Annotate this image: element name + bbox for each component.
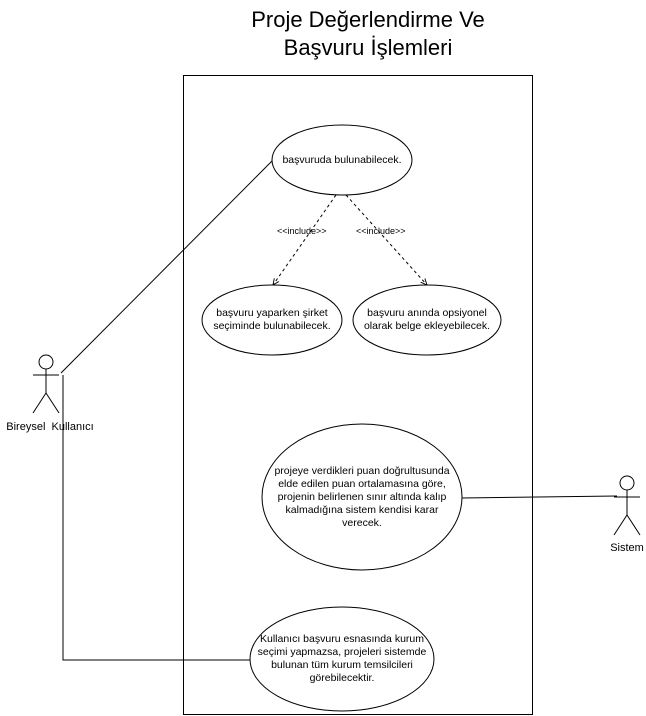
diagram-title-line-2: Başvuru İşlemleri bbox=[283, 35, 453, 60]
use-case-all-institutions: Kullanıcı başvuru esnasında kurum seçimi… bbox=[257, 633, 427, 684]
include-label-right: <<include>> bbox=[356, 226, 406, 236]
use-case-ellipse-3[interactable] bbox=[352, 284, 502, 356]
actor-user-label: Bireysel Kullanıcı bbox=[6, 421, 94, 433]
use-case-ellipse-1[interactable] bbox=[271, 124, 413, 196]
include-arrow-uc1-uc2 bbox=[273, 194, 337, 285]
use-case-ellipse-4[interactable] bbox=[261, 423, 463, 571]
use-case-ellipse-2[interactable] bbox=[201, 284, 343, 356]
actor-system-figure[interactable] bbox=[613, 475, 641, 536]
diagram-title-line-1: Proje Değerlendirme Ve bbox=[251, 7, 485, 32]
association-system-uc4 bbox=[461, 495, 618, 499]
use-case-ellipse-5[interactable] bbox=[249, 606, 435, 712]
association-user-uc5 bbox=[62, 375, 251, 661]
include-arrow-uc1-uc3 bbox=[345, 194, 427, 285]
use-case-system-decision: projeye verdikleri puan doğrultusunda el… bbox=[274, 464, 450, 529]
system-boundary bbox=[183, 75, 533, 715]
include-label-left: <<include>> bbox=[277, 226, 327, 236]
association-user-uc1 bbox=[60, 159, 274, 374]
use-case-attach-document: başvuru anında opsiyonel olarak belge ek… bbox=[363, 307, 491, 332]
actor-user-figure[interactable] bbox=[32, 354, 60, 414]
actor-system-label: Sistem bbox=[610, 542, 644, 554]
use-case-apply: başvuruda bulunabilecek. bbox=[282, 153, 402, 166]
use-case-select-company: başvuru yaparken şirket seçiminde buluna… bbox=[213, 307, 331, 332]
